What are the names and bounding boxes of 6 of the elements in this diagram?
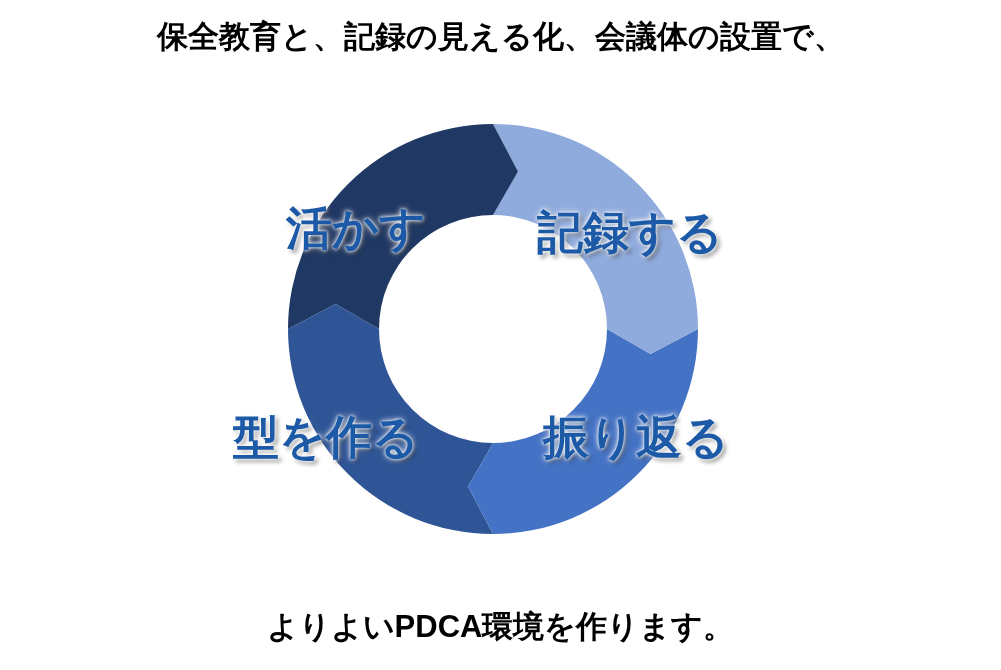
arrow-head (288, 304, 379, 329)
title: 保全教育と、記録の見える化、会議体の設置で、 (155, 18, 846, 56)
arrow-head (607, 329, 698, 354)
caption: よりよいPDCA環境を作ります。 (265, 608, 736, 646)
arrow-head (468, 443, 493, 534)
arrow-head (493, 124, 518, 215)
